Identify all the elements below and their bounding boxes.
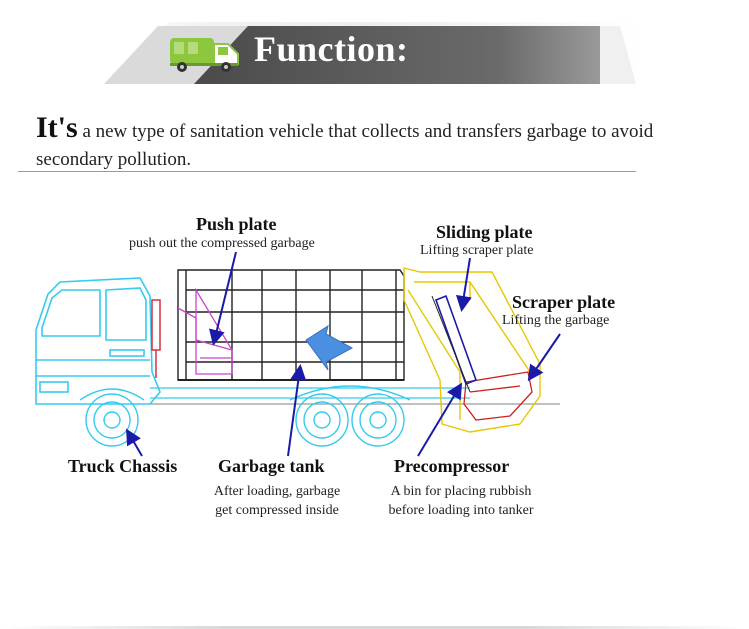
- garbage-truck-icon: [170, 38, 239, 72]
- scraper-plate-title: Scraper plate: [512, 292, 616, 312]
- rear-wheel-1: [295, 393, 349, 447]
- garbage-tank-title: Garbage tank: [218, 456, 325, 476]
- banner-title: Function:: [254, 29, 409, 69]
- cab-mirror: [151, 299, 161, 378]
- intro-text: It's a new type of sanitation vehicle th…: [36, 111, 656, 174]
- sliding-plate-desc: Lifting scraper plate: [420, 243, 534, 258]
- intro-rest: a new type of sanitation vehicle that co…: [36, 121, 654, 170]
- garbage-tank: [177, 269, 405, 381]
- divider: [18, 171, 636, 172]
- bottom-divider: [0, 626, 749, 629]
- scraper-plate: [463, 371, 533, 421]
- truck-cab: [35, 277, 161, 405]
- sliding-plate-title: Sliding plate: [436, 222, 533, 242]
- garbage-tank-desc-line2: get compressed inside: [215, 503, 339, 518]
- callout-arrows: [125, 251, 561, 457]
- push-plate-desc: push out the compressed garbage: [129, 236, 315, 251]
- chassis-frame: [150, 387, 560, 405]
- front-wheel: [85, 393, 139, 447]
- precompressor-desc-line2: before loading into tanker: [388, 503, 534, 518]
- truck-chassis-title: Truck Chassis: [68, 456, 178, 476]
- intro-lead: It's: [36, 111, 78, 144]
- precompressor-desc-line1: A bin for placing rubbish: [390, 484, 532, 499]
- push-plate-title: Push plate: [196, 214, 277, 234]
- garbage-tank-desc-line1: After loading, garbage: [213, 484, 341, 499]
- rear-wheel-2: [351, 393, 405, 447]
- precompressor-title: Precompressor: [394, 456, 510, 476]
- sliding-plate: [431, 294, 478, 393]
- flow-arrow: [305, 324, 354, 371]
- scraper-plate-desc: Lifting the garbage: [502, 313, 610, 328]
